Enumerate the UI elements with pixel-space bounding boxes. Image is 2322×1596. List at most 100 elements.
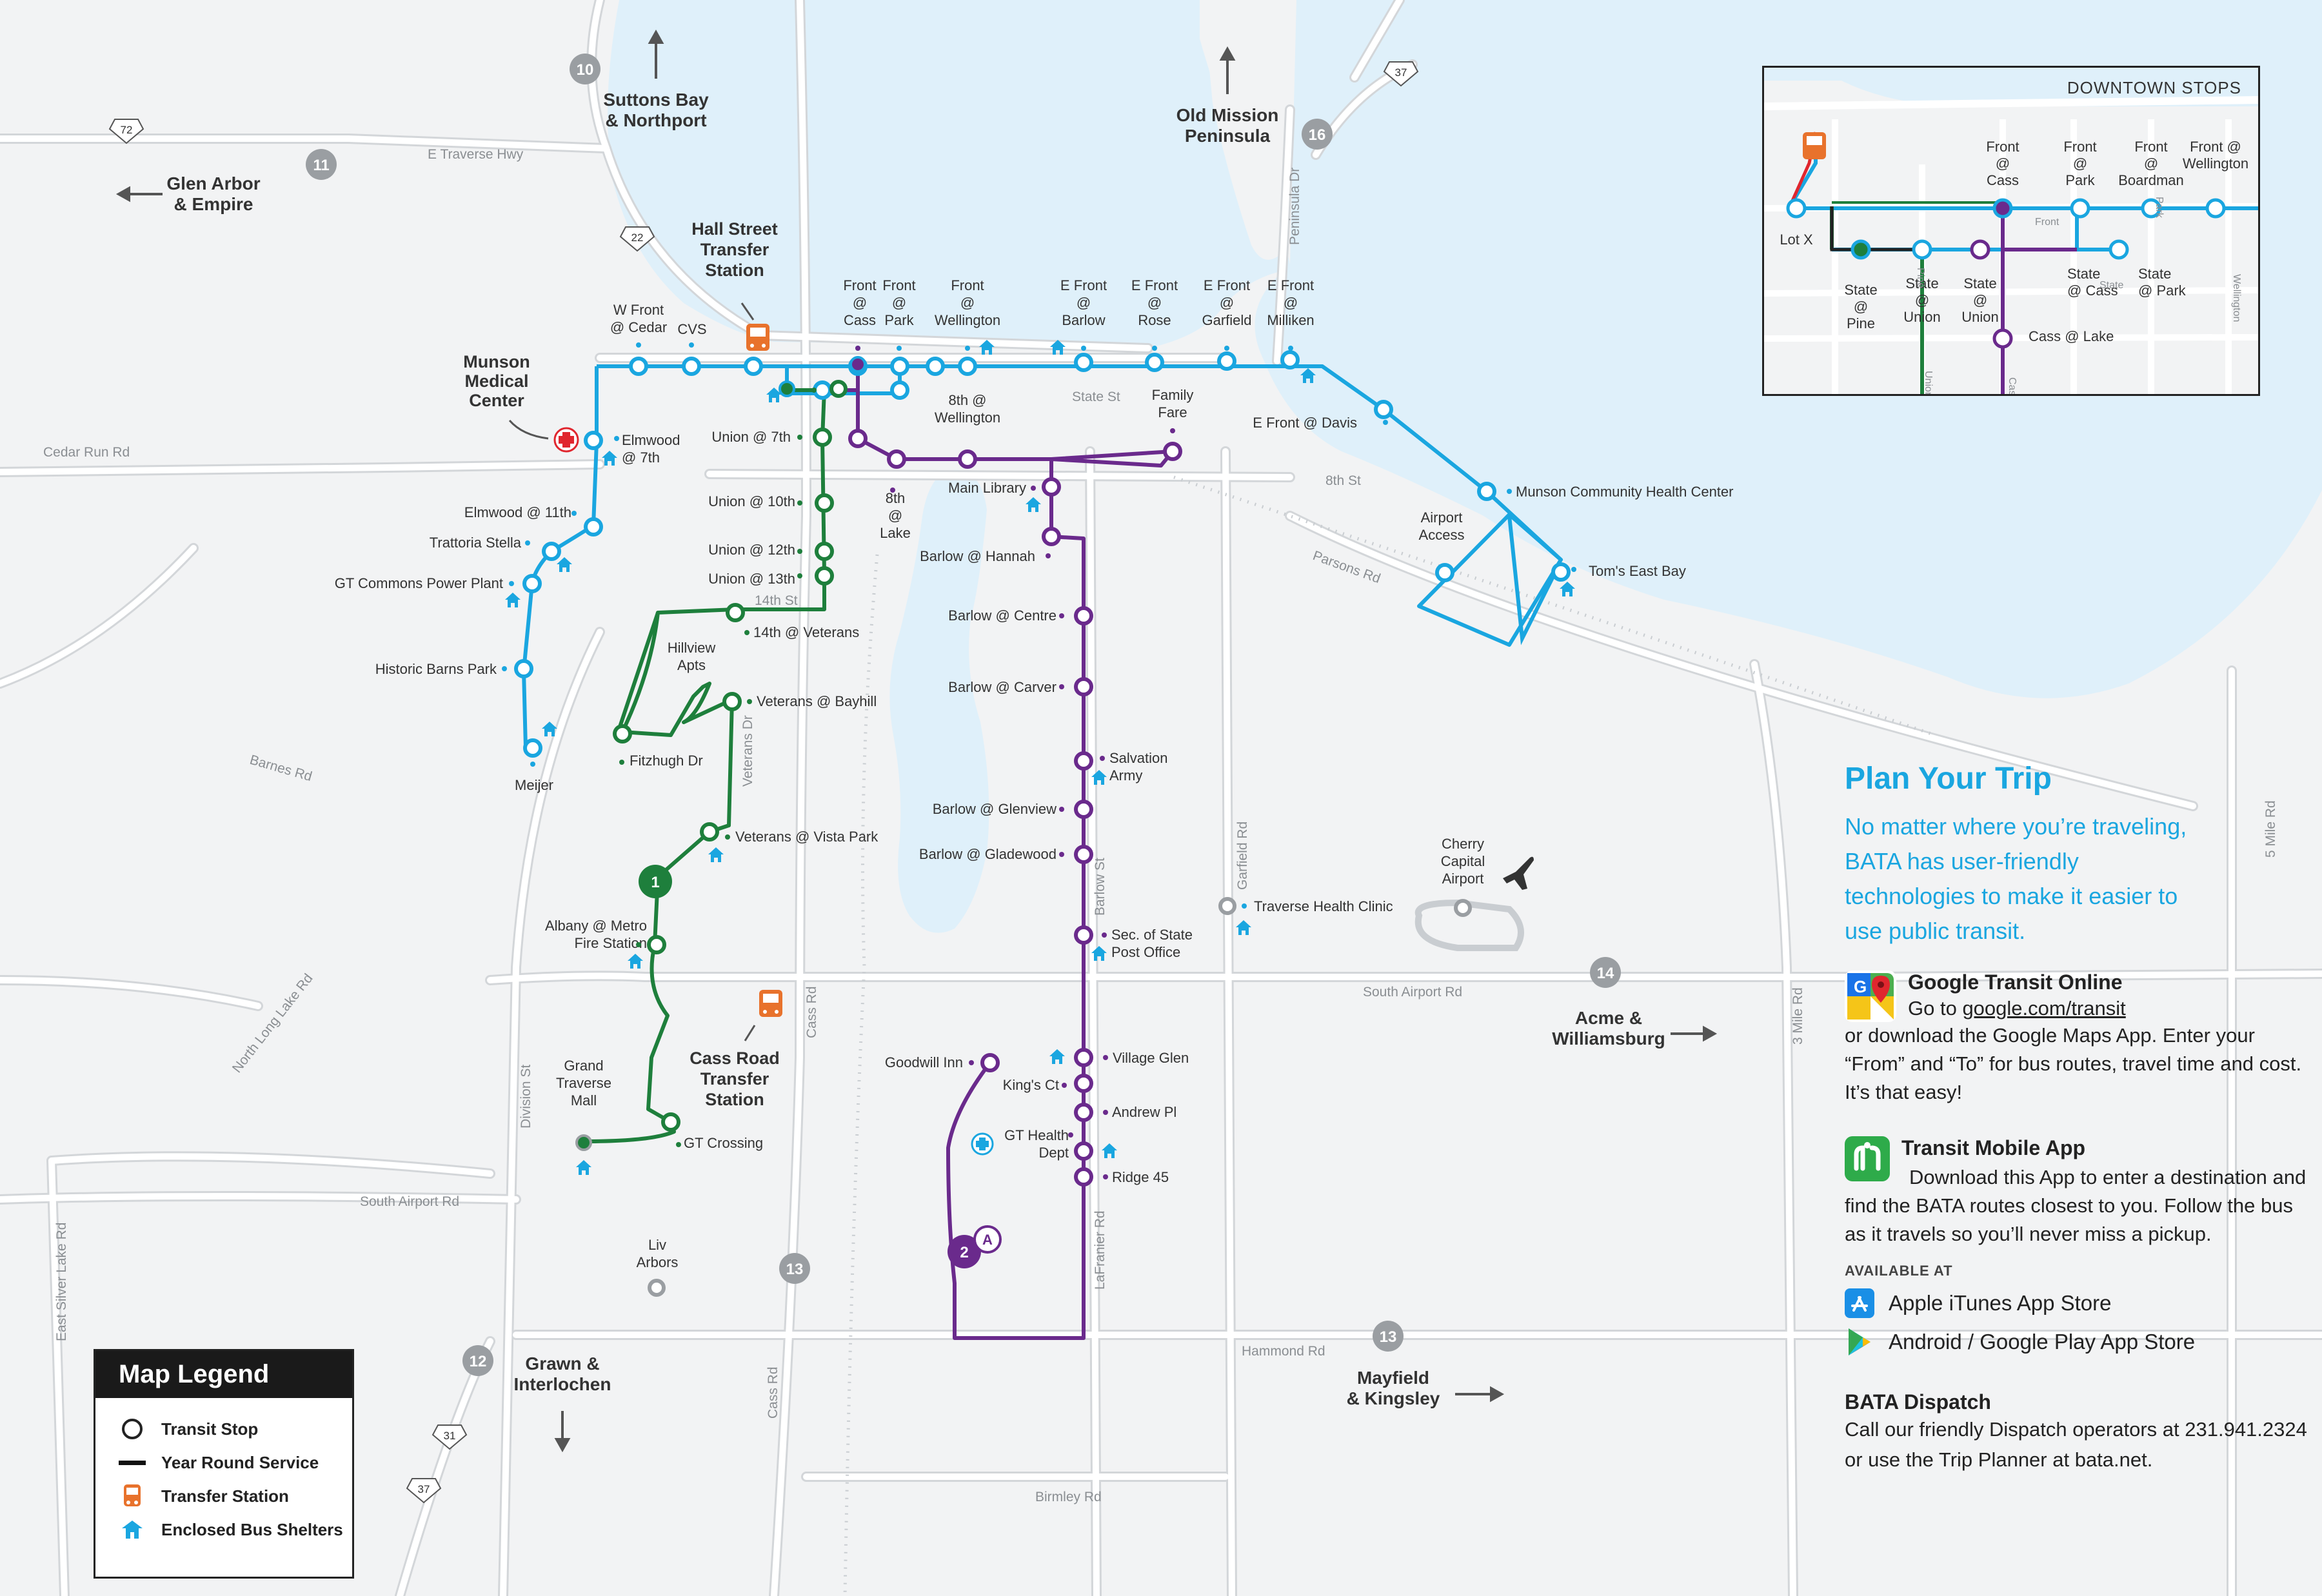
stop-label: Barlow @ Glenview: [933, 801, 1057, 817]
transit-app-icon[interactable]: [1845, 1136, 1890, 1181]
transit-stop[interactable]: [542, 542, 561, 561]
transit-stop[interactable]: [958, 449, 977, 469]
bus-icon[interactable]: [759, 990, 782, 1017]
label-dot: [897, 346, 902, 351]
transit-stop[interactable]: [584, 517, 603, 537]
stop-label: Union @ 12th: [708, 542, 795, 558]
transit-stop[interactable]: [629, 357, 648, 376]
transit-stop[interactable]: [815, 542, 834, 561]
inset-stop-label: Front@Cass: [1986, 139, 2019, 188]
google-maps-icon[interactable]: G: [1845, 970, 1896, 1022]
transit-stop[interactable]: [1374, 400, 1393, 419]
transit-stop[interactable]: [1435, 563, 1454, 582]
transfer-stop[interactable]: [779, 380, 795, 397]
transit-stop[interactable]: [1145, 353, 1164, 372]
transit-stop[interactable]: [813, 428, 832, 447]
destination-label: Mayfield& Kingsley: [1347, 1368, 1440, 1408]
stop-label: Union @ 13th: [708, 571, 795, 587]
transit-stop[interactable]: [980, 1053, 1000, 1072]
transit-stop[interactable]: [1477, 482, 1496, 501]
transit-stop[interactable]: [890, 357, 909, 376]
google-play-link[interactable]: Android / Google Play App Store: [1845, 1327, 2309, 1357]
svg-text:22: 22: [631, 232, 644, 244]
transit-stop[interactable]: [1163, 442, 1182, 461]
transit-stop[interactable]: [1074, 606, 1093, 626]
dispatch-heading: BATA Dispatch: [1845, 1390, 1991, 1414]
transit-stop[interactable]: [926, 357, 945, 376]
transit-stop[interactable]: [661, 1112, 680, 1132]
transit-stop[interactable]: [1074, 1048, 1093, 1067]
transit-stop[interactable]: [1074, 1103, 1093, 1122]
legend-item: Enclosed Bus Shelters: [119, 1513, 352, 1546]
transit-stop[interactable]: [682, 357, 701, 376]
transit-stop[interactable]: [1551, 562, 1571, 582]
svg-text:10: 10: [577, 61, 594, 79]
shelter-icon: [576, 1160, 591, 1175]
apple-store-link[interactable]: Apple iTunes App Store: [1845, 1288, 2309, 1318]
inset-stop-label: State@Union: [1903, 275, 1940, 325]
transit-stop[interactable]: [1074, 353, 1093, 372]
label-dot: [1059, 684, 1064, 689]
transit-stop[interactable]: [1074, 751, 1093, 771]
label-dot: [1059, 807, 1064, 812]
transit-stops: [514, 350, 1571, 1297]
stop-label: E Front@Garfield: [1202, 277, 1251, 328]
transit-stop[interactable]: [647, 935, 666, 954]
transit-stop[interactable]: [1454, 899, 1472, 917]
google-transit-link[interactable]: google.com/transit: [1962, 997, 2126, 1020]
transit-stop[interactable]: [1217, 351, 1236, 371]
inset-street-label: Cass: [2007, 377, 2018, 394]
store-label: Android / Google Play App Store: [1889, 1330, 2196, 1354]
transit-stop[interactable]: [1042, 477, 1061, 497]
transit-stop[interactable]: [815, 566, 834, 586]
transit-stop[interactable]: [1280, 350, 1300, 369]
transit-stop[interactable]: [958, 357, 977, 376]
stop-label: E Front@Barlow: [1060, 277, 1107, 328]
transit-stop[interactable]: [523, 738, 542, 758]
transit-stop[interactable]: [813, 380, 832, 400]
transit-stop[interactable]: [1074, 845, 1093, 864]
transit-stop[interactable]: [726, 603, 745, 622]
transit-stop[interactable]: [613, 724, 632, 744]
transit-stop[interactable]: [722, 692, 742, 711]
label-dot: [1102, 932, 1107, 938]
transit-stop[interactable]: [1074, 677, 1093, 696]
transit-stop[interactable]: [1218, 897, 1236, 915]
transit-app-heading: Transit Mobile App: [1901, 1136, 2086, 1159]
shelter-icon: [1049, 1049, 1065, 1064]
bus-icon[interactable]: [746, 324, 769, 351]
hospital-icon: [553, 427, 579, 453]
transit-stop[interactable]: [648, 1279, 666, 1297]
transit-stop[interactable]: [815, 493, 834, 513]
transfer-stop[interactable]: [849, 356, 866, 373]
transit-stop[interactable]: [700, 822, 719, 842]
label-dot: [1383, 420, 1388, 425]
transit-stop[interactable]: [1074, 925, 1093, 945]
transit-stop[interactable]: [1074, 800, 1093, 819]
label-dot: [1224, 346, 1229, 351]
line-icon: [119, 1449, 146, 1476]
transit-stop[interactable]: [829, 380, 848, 398]
transfer-stop[interactable]: [575, 1134, 592, 1151]
inset-stop-label: Lot X: [1780, 232, 1813, 248]
transit-stop[interactable]: [514, 659, 533, 678]
transit-stop[interactable]: [522, 574, 542, 593]
transit-stop[interactable]: [744, 357, 763, 376]
transit-stop[interactable]: [1074, 1141, 1093, 1161]
label-dot: [811, 388, 817, 393]
road-label: 8th St: [1325, 473, 1361, 488]
transit-stop[interactable]: [584, 431, 603, 450]
transit-stop[interactable]: [1074, 1074, 1093, 1093]
transit-stop[interactable]: [890, 380, 909, 400]
transit-stop[interactable]: [887, 449, 906, 469]
transit-stop[interactable]: [1042, 527, 1061, 546]
stop-label: King's Ct: [1003, 1077, 1059, 1093]
stop-label: W Front@ Cedar: [610, 302, 667, 335]
transit-stop[interactable]: [848, 429, 868, 448]
transit-stop[interactable]: [1074, 1167, 1093, 1187]
destination-label: Acme &Williamsburg: [1552, 1008, 1665, 1049]
